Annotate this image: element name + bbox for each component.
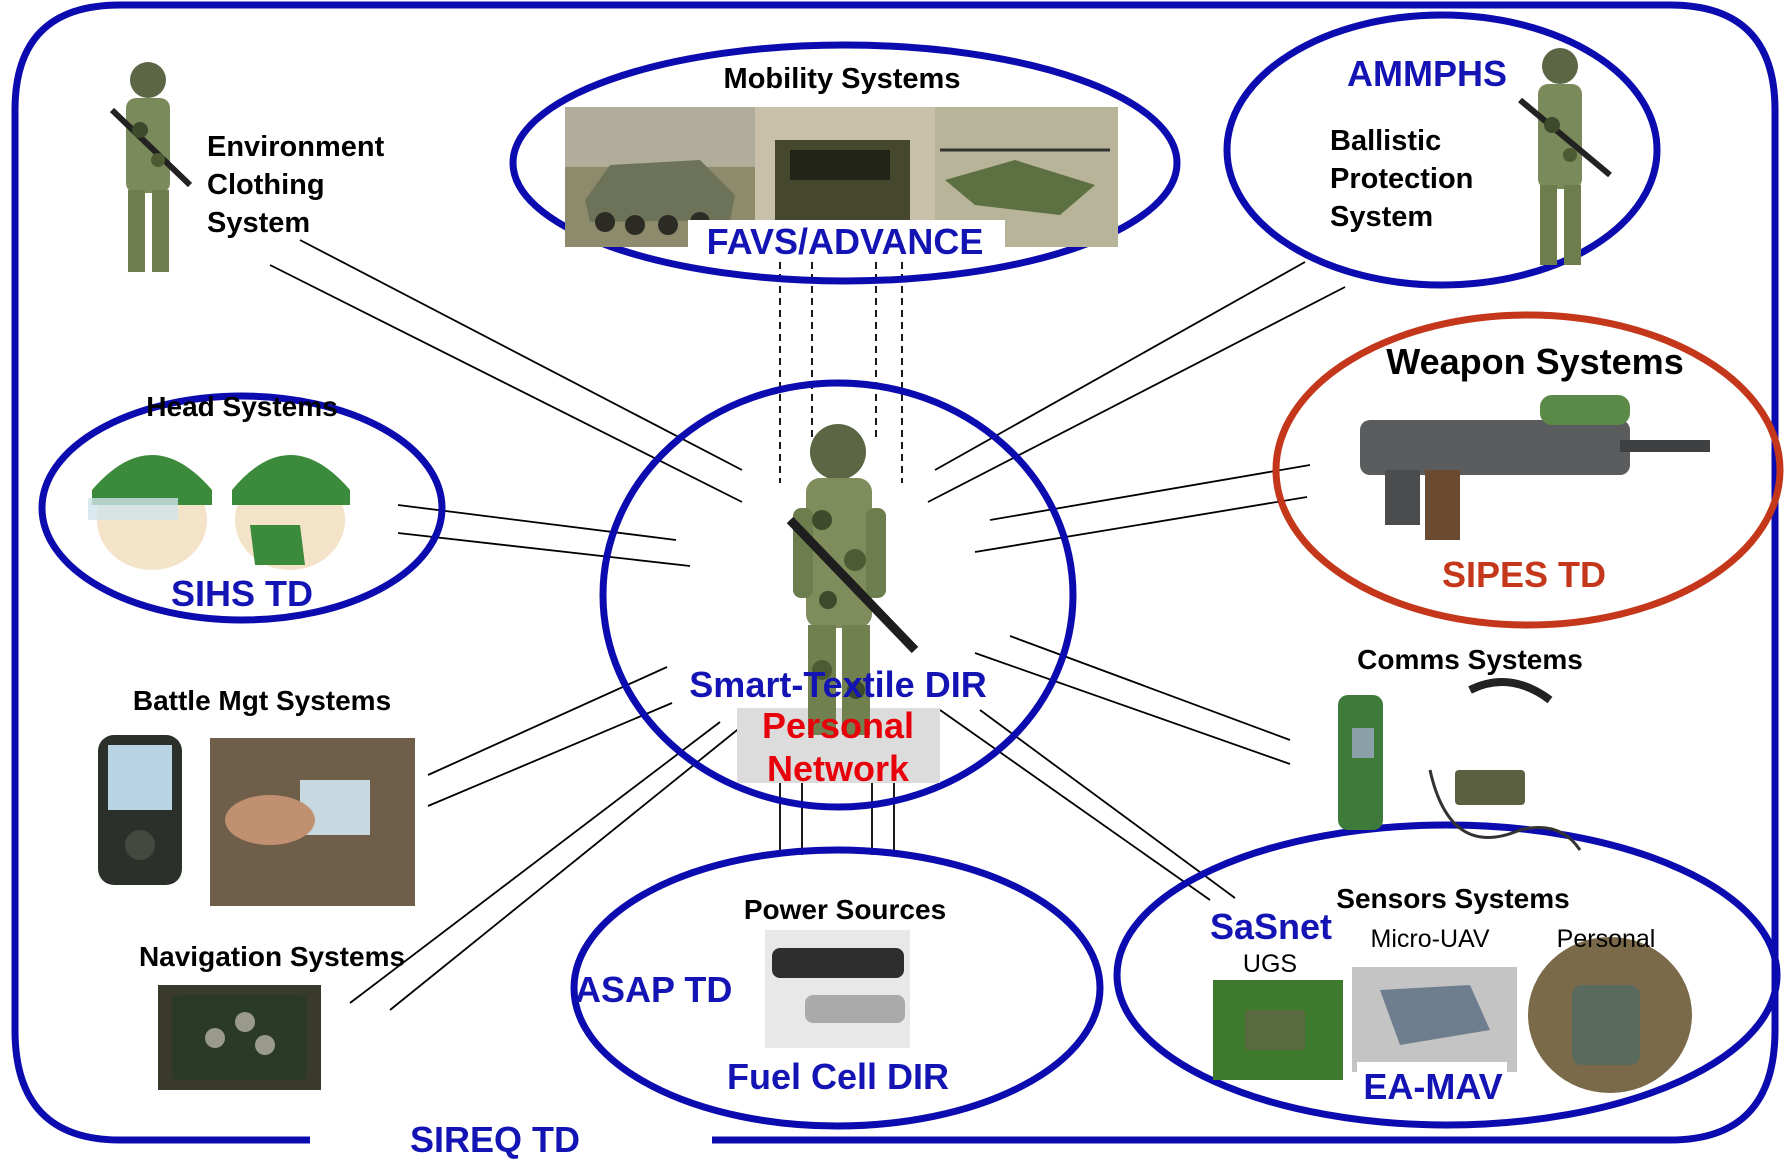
power-program-bottom: Fuel Cell DIR	[726, 1056, 950, 1097]
navigation-title: Navigation Systems	[138, 941, 406, 972]
power-ring	[570, 846, 1104, 1130]
power-program-left: ASAP TD	[575, 969, 733, 1010]
sensors-micro-uav-label: Micro-UAV	[1370, 925, 1490, 953]
environment-line2: Clothing	[207, 169, 325, 201]
ammphs-ring	[1223, 11, 1661, 289]
ammphs-line3: System	[1330, 201, 1434, 233]
center-label-top: Smart-Textile DIR	[689, 664, 987, 705]
weapon-program: SIPES TD	[1441, 554, 1607, 595]
sensors-title: Sensors Systems	[1336, 883, 1570, 914]
head-title: Head Systems	[146, 391, 338, 422]
ammphs-line2: Protection	[1330, 163, 1474, 195]
ammphs-label: Ballistic Protection System	[1330, 122, 1473, 236]
center-label-bottom-1: Personal	[761, 705, 915, 746]
environment-line3: System	[207, 207, 311, 239]
environment-label: Environment Clothing System	[207, 128, 384, 242]
weapon-ring	[1272, 311, 1784, 629]
sensors-program-bottom: EA-MAV	[1363, 1066, 1503, 1107]
mobility-photos	[565, 107, 1118, 262]
power-title: Power Sources	[743, 894, 947, 925]
sensor-devices	[1213, 937, 1692, 1107]
outer-frame	[11, 1, 1779, 1144]
environment-soldier-figure	[109, 62, 193, 272]
head-program: SIHS TD	[170, 573, 314, 614]
comms-title: Comms Systems	[1357, 644, 1583, 675]
weapon-title: Weapon Systems	[1386, 341, 1684, 382]
center-ring	[599, 379, 1077, 811]
sensors-ugs-label: UGS	[1242, 950, 1298, 978]
center-soldier-figure	[737, 424, 940, 783]
battle-devices	[98, 735, 415, 906]
mobility-title: Mobility Systems	[723, 63, 961, 95]
environment-line1: Environment	[207, 131, 385, 163]
head-ring	[38, 392, 446, 624]
ammphs-program: AMMPHS	[1347, 53, 1507, 94]
dashed-links	[779, 250, 903, 483]
power-device	[765, 930, 910, 1048]
center-label-bottom-2: Network	[766, 748, 910, 789]
navigation-device	[158, 985, 321, 1090]
comms-devices	[1338, 678, 1582, 851]
mobility-program: FAVS/ADVANCE	[706, 221, 984, 262]
mobility-ring	[509, 41, 1181, 285]
ammphs-soldier-figure	[1518, 48, 1612, 265]
sensors-personal-label: Personal	[1556, 925, 1656, 953]
sensors-program: SaSnet	[1210, 906, 1333, 947]
ammphs-line1: Ballistic	[1330, 125, 1442, 157]
weapon-rifle-icon	[1360, 395, 1710, 540]
diagram-title: SIREQ TD	[410, 1119, 581, 1160]
sensors-ring	[1113, 821, 1781, 1129]
helmet-icons	[88, 455, 350, 570]
battle-title: Battle Mgt Systems	[132, 685, 392, 716]
